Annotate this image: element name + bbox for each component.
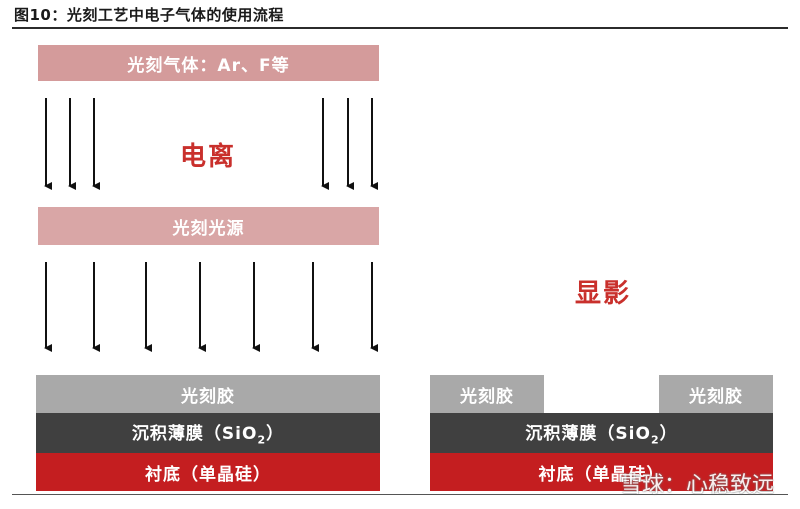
bottom-rule bbox=[12, 494, 788, 495]
upper-arrows bbox=[44, 98, 378, 190]
lithography-gas-label: 光刻气体：Ar、F等 bbox=[127, 55, 290, 76]
watermark-text: 雪球：心稳致远 bbox=[619, 473, 774, 498]
ionization-label: 电离 bbox=[180, 142, 237, 172]
lower-arrows bbox=[44, 262, 378, 352]
title-underline bbox=[12, 27, 788, 29]
right-photoresist-left-label: 光刻胶 bbox=[460, 386, 514, 407]
left-substrate-label: 衬底（单晶硅） bbox=[145, 464, 271, 485]
right-substrate-layer: 衬底（单晶硅） bbox=[430, 453, 773, 491]
light-source-bar: 光刻光源 bbox=[38, 207, 379, 245]
left-photoresist-label: 光刻胶 bbox=[181, 386, 235, 407]
right-deposition-layer: 沉积薄膜（SiO2） bbox=[430, 413, 773, 453]
figure-title: 图10：光刻工艺中电子气体的使用流程 bbox=[14, 6, 284, 24]
right-deposition-label: 沉积薄膜（SiO2） bbox=[525, 424, 678, 447]
left-photoresist-layer: 光刻胶 bbox=[36, 375, 380, 413]
left-substrate-layer: 衬底（单晶硅） bbox=[36, 453, 380, 491]
left-deposition-layer: 沉积薄膜（SiO2） bbox=[36, 413, 380, 453]
right-photoresist-left: 光刻胶 bbox=[430, 375, 544, 413]
left-deposition-label: 沉积薄膜（SiO2） bbox=[131, 424, 285, 447]
right-substrate-label: 衬底（单晶硅） bbox=[538, 464, 665, 485]
light-source-label: 光刻光源 bbox=[172, 218, 245, 239]
lithography-gas-bar: 光刻气体：Ar、F等 bbox=[38, 45, 379, 81]
right-photoresist-right: 光刻胶 bbox=[659, 375, 773, 413]
develop-label: 显影 bbox=[575, 279, 632, 309]
right-photoresist-right-label: 光刻胶 bbox=[689, 386, 743, 407]
